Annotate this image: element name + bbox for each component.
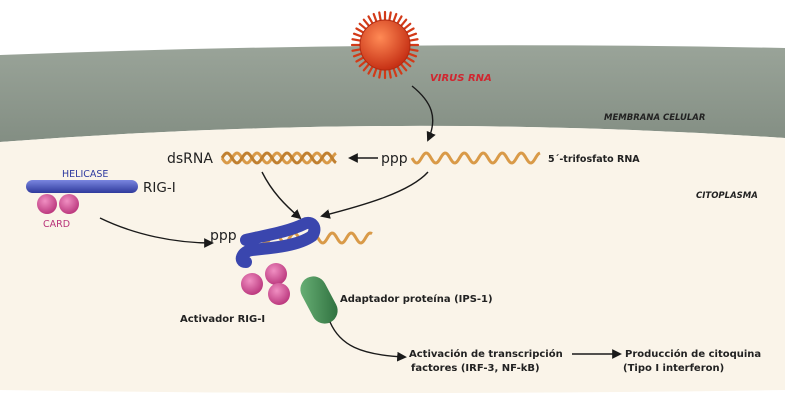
arrow-rigi-to-complex — [99, 217, 214, 248]
rig-i-label: RIG-I — [143, 180, 176, 196]
production-label-line2: (Tipo I interferon) — [623, 363, 724, 374]
helicase-bound-domain — [235, 217, 321, 268]
active-card-3 — [268, 283, 290, 305]
arrow-to-activation — [329, 321, 407, 362]
dsrna-label: dsRNA — [167, 151, 213, 167]
card-domain-2 — [59, 194, 79, 214]
adaptador-label: Adaptador proteína (IPS-1) — [340, 293, 493, 305]
ppp-center-label: ppp — [210, 228, 237, 244]
membrane-label: MEMBRANA CELULAR — [604, 113, 705, 123]
virus-rna-label: VIRUS RNA — [430, 73, 492, 84]
active-card-1 — [241, 273, 263, 295]
rig-i-inactive: HELICASE CARD — [26, 169, 138, 230]
helicase-domain — [26, 180, 138, 193]
dsrna-helix — [220, 151, 337, 165]
rig-i-activated — [235, 217, 321, 305]
activation-label-line2: factores (IRF-3, NF-kB) — [411, 363, 540, 374]
activador-label: Activador RIG-I — [180, 314, 265, 325]
virus-particle — [350, 10, 420, 80]
production-label-line1: Producción de citoquina — [625, 348, 761, 360]
card-label: CARD — [43, 219, 70, 230]
cell-membrane — [0, 45, 785, 142]
triphosphate-rna-strand — [410, 151, 541, 165]
activation-label-line1: Activación de transcripción — [409, 348, 563, 360]
active-card-2 — [265, 263, 287, 285]
arrow-ssrna-to-complex — [320, 171, 429, 219]
triphosphate-rna-label: 5´-trifosfato RNA — [548, 154, 640, 165]
helicase-label: HELICASE — [62, 169, 108, 180]
ppp-top-label: ppp — [381, 151, 408, 167]
cytoplasm-region — [0, 125, 785, 393]
cytoplasm-label: CITOPLASMA — [696, 191, 758, 201]
adaptor-protein-ips1 — [300, 276, 338, 324]
arrow-dsrna-to-complex — [261, 171, 302, 220]
card-domain-1 — [37, 194, 57, 214]
arrow-virus-entry — [411, 85, 436, 142]
